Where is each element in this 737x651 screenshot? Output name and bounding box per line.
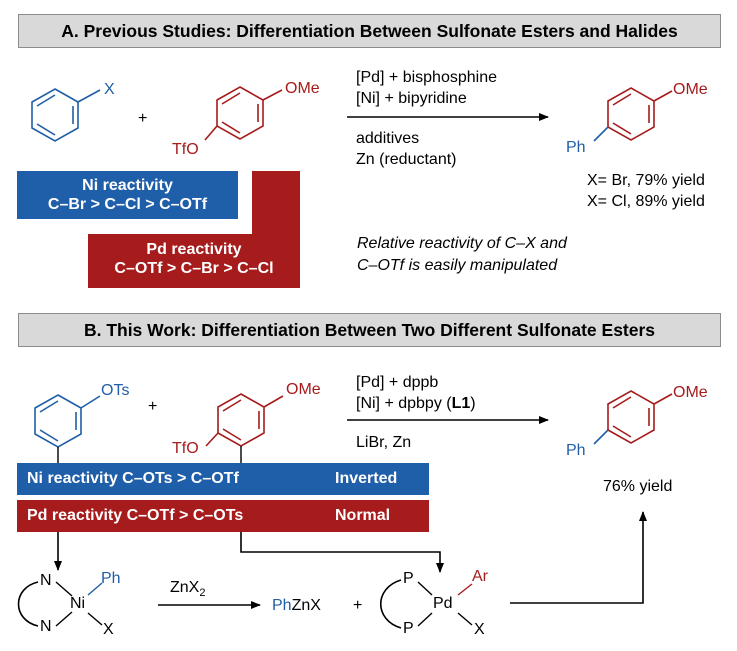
label-tfo-a: TfO bbox=[172, 141, 199, 158]
plus-b: + bbox=[148, 398, 158, 415]
yield-b: 76% yield bbox=[603, 478, 673, 495]
pd-ar: Ar bbox=[472, 568, 488, 585]
pd-bar-tag: Normal bbox=[335, 507, 391, 524]
cond-b-1: [Pd] + dppb bbox=[356, 374, 439, 391]
ni-x: X bbox=[103, 621, 114, 638]
benzene-x-ring bbox=[31, 88, 101, 142]
label-tfo-b: TfO bbox=[172, 440, 199, 457]
arrow-to-pd bbox=[240, 532, 444, 573]
phznx-label: PhZnX bbox=[272, 597, 321, 614]
cond-b-2: [Ni] + dpbpy (L1) bbox=[356, 395, 476, 412]
label-x: X bbox=[104, 81, 115, 98]
plus-c: + bbox=[353, 597, 363, 614]
pd-box-a-line2: C–OTf > C–Br > C–Cl bbox=[114, 260, 274, 277]
product-b-ring bbox=[607, 390, 673, 444]
label-ome-a: OMe bbox=[285, 80, 320, 97]
product-b-ome: OMe bbox=[673, 384, 708, 401]
product-a-ome: OMe bbox=[673, 81, 708, 98]
product-b-ph-bond bbox=[593, 429, 609, 445]
note-a-2: C–OTf is easily manipulated bbox=[357, 257, 558, 274]
ni-metal: Ni bbox=[70, 595, 86, 612]
ligand-l1: L1 bbox=[451, 395, 471, 412]
ni-reactivity-bar-b: Ni reactivity C–OTs > C–OTf Inverted bbox=[17, 463, 429, 495]
label-ots: OTs bbox=[101, 382, 130, 399]
product-a-ring bbox=[607, 87, 673, 141]
cond-b-3: LiBr, Zn bbox=[356, 434, 412, 451]
benzene-ots-ring bbox=[34, 394, 101, 448]
label-ome-b: OMe bbox=[286, 381, 321, 398]
pd-bar-label: Pd reactivity C–OTf > C–OTs bbox=[27, 507, 244, 524]
ni-bar-tag: Inverted bbox=[335, 470, 398, 487]
pd-x: X bbox=[474, 621, 485, 638]
plus-a: + bbox=[138, 110, 148, 127]
cond-a-1: [Pd] + bisphosphine bbox=[356, 69, 497, 86]
pd-ligand-arc bbox=[379, 579, 402, 629]
cond-a-3: additives bbox=[356, 130, 420, 147]
anisole-triflate-ring-b bbox=[205, 393, 284, 447]
ni-ph: Ph bbox=[101, 570, 121, 587]
pd-p-bottom: P bbox=[403, 620, 414, 637]
ni-reactivity-box-a: Ni reactivity C–Br > C–Cl > C–OTf bbox=[17, 171, 238, 219]
znx2-label: ZnX2 bbox=[170, 579, 206, 600]
pd-reactivity-box-a bbox=[88, 171, 300, 288]
ni-box-a-line1: Ni reactivity bbox=[82, 177, 173, 194]
pd-metal: Pd bbox=[433, 595, 453, 612]
ni-n-top: N bbox=[40, 572, 52, 589]
arrow-to-product bbox=[510, 511, 647, 604]
cond-a-2: [Ni] + bipyridine bbox=[356, 90, 467, 107]
product-b-ph: Ph bbox=[566, 442, 586, 459]
ni-ligand-arc bbox=[17, 581, 39, 627]
ni-bar-label: Ni reactivity C–OTs > C–OTf bbox=[27, 470, 239, 487]
yield-a-1: X= Br, 79% yield bbox=[587, 172, 705, 189]
cond-a-4: Zn (reductant) bbox=[356, 151, 457, 168]
pd-box-a-line1: Pd reactivity bbox=[146, 241, 242, 258]
ni-box-a-line2: C–Br > C–Cl > C–OTf bbox=[47, 196, 208, 213]
pd-p-top: P bbox=[403, 570, 414, 587]
pd-box-a-text: Pd reactivity C–OTf > C–Br > C–Cl bbox=[88, 240, 300, 284]
anisole-triflate-ring bbox=[204, 86, 283, 141]
product-a-ph-bond bbox=[593, 126, 609, 142]
section-a-header: A. Previous Studies: Differentiation Bet… bbox=[18, 14, 721, 48]
ni-n-bottom: N bbox=[40, 618, 52, 635]
product-a-ph: Ph bbox=[566, 139, 586, 156]
note-a-1: Relative reactivity of C–X and bbox=[357, 235, 567, 252]
pd-reactivity-bar-b: Pd reactivity C–OTf > C–OTs Normal bbox=[17, 500, 429, 532]
section-b-header: B. This Work: Differentiation Between Tw… bbox=[18, 313, 721, 347]
yield-a-2: X= Cl, 89% yield bbox=[587, 193, 705, 210]
